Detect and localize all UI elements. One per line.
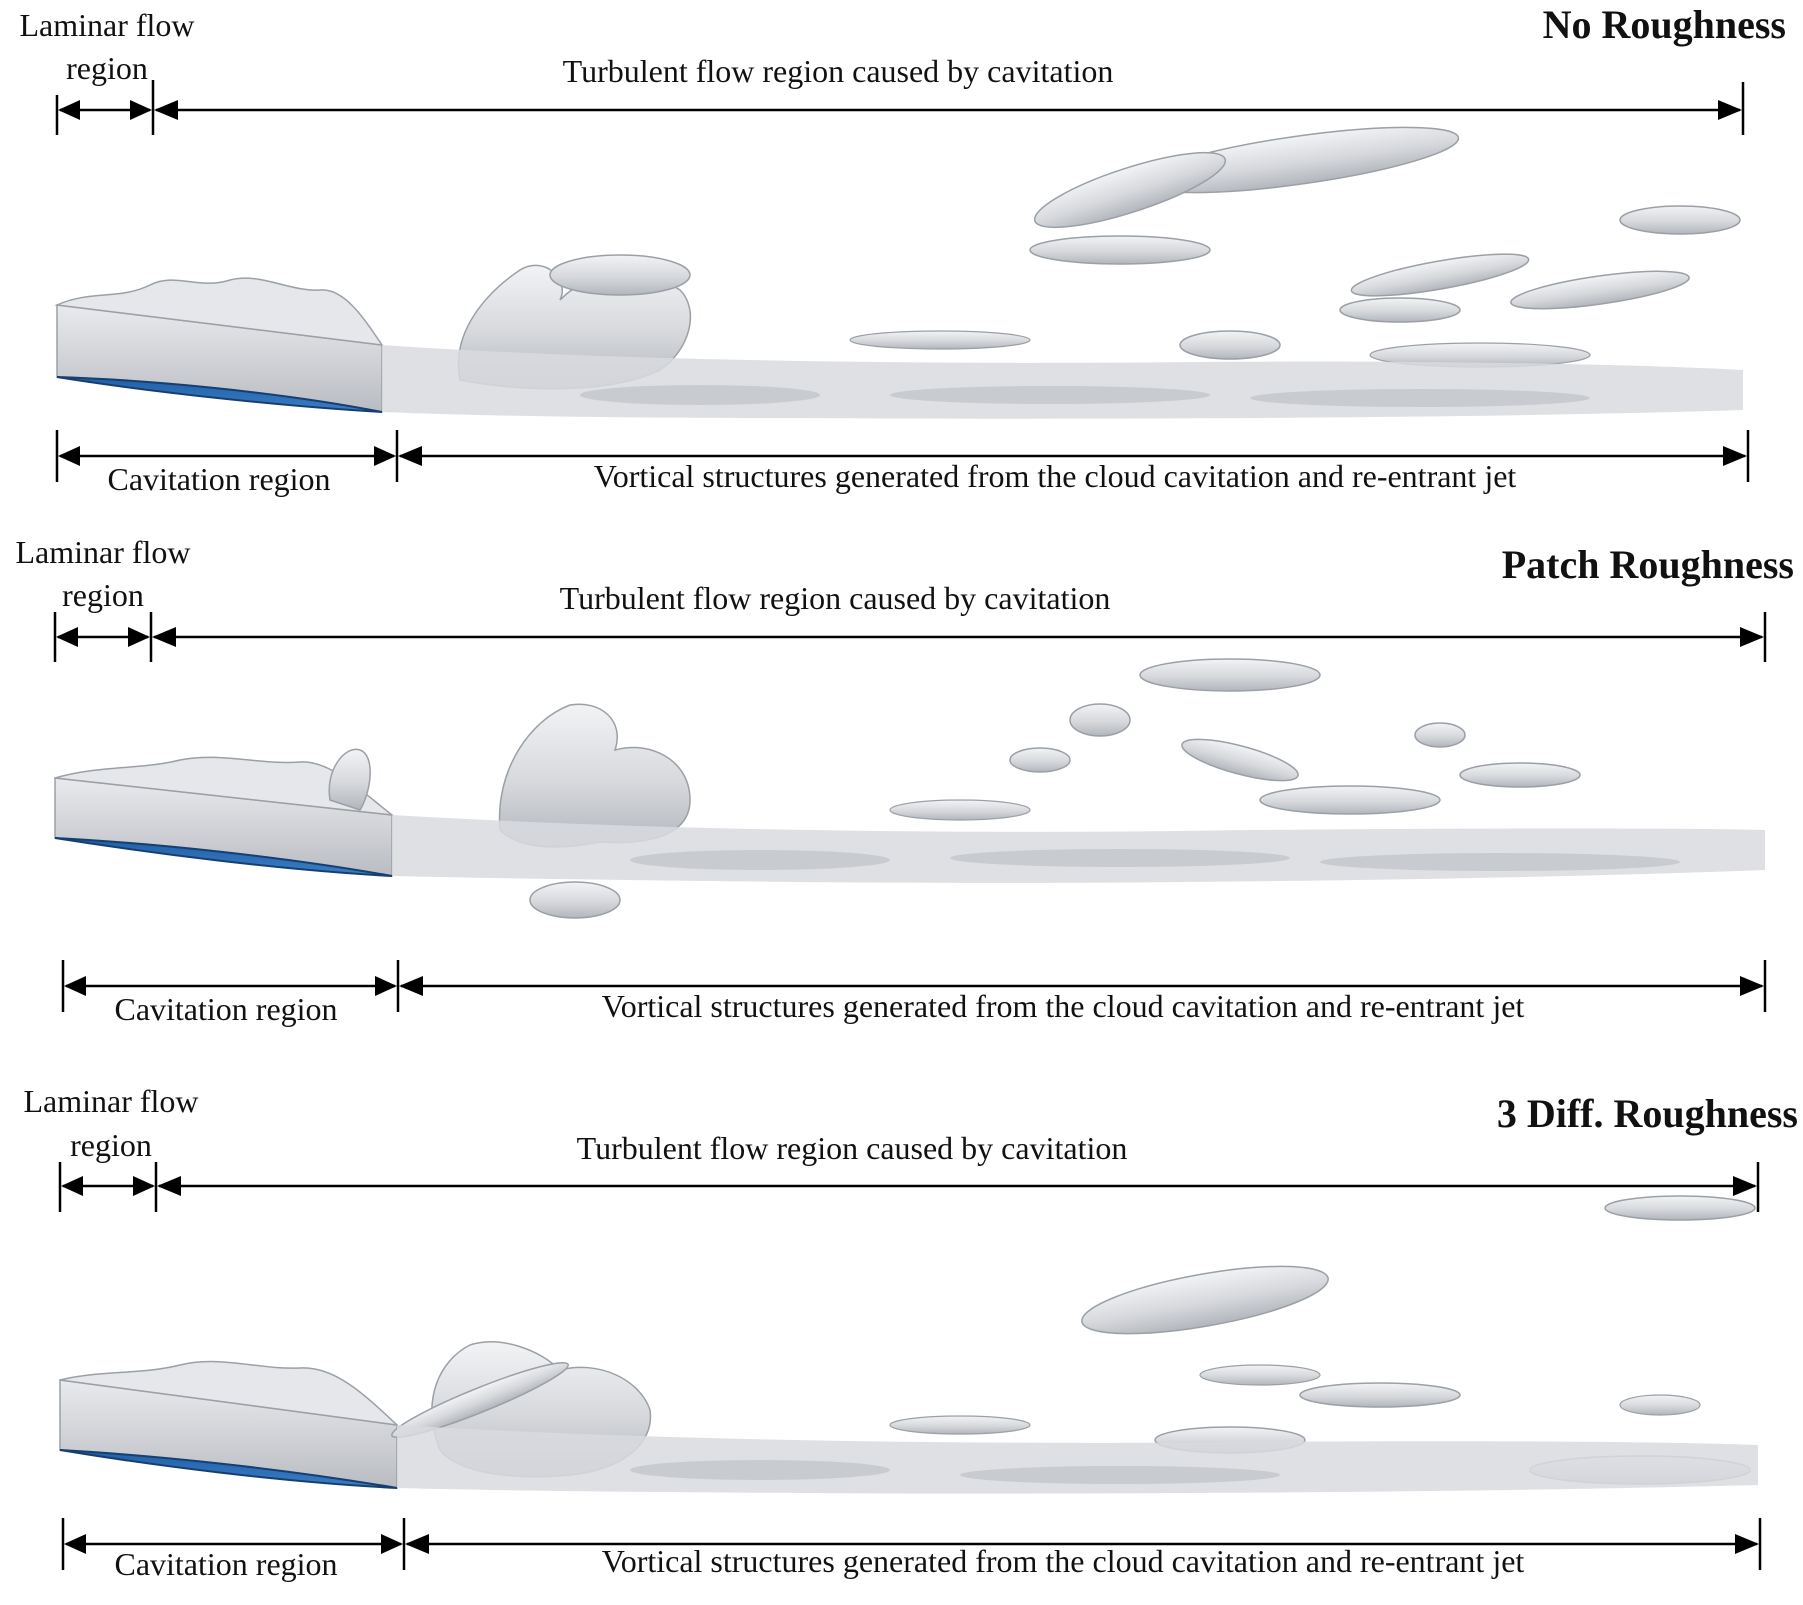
turbulent-arrow [154,82,1745,135]
cavitation-label: Cavitation region [114,1546,337,1582]
panel-title: Patch Roughness [1502,542,1794,587]
panel-no-roughness: No Roughness Laminar flow region Turbule… [19,2,1786,497]
cavitation-arrow [61,960,400,1012]
laminar-arrow [55,80,155,135]
cavitation-arrow [61,1518,406,1570]
vortical-arrow [405,1518,1762,1570]
vortical-label: Vortical structures generated from the c… [602,988,1525,1024]
laminar-label-line2: region [66,50,148,86]
vortical-label: Vortical structures generated from the c… [594,458,1517,494]
turbulent-arrow [157,1162,1760,1212]
laminar-label-line1: Laminar flow [19,7,194,43]
laminar-arrow [53,612,153,662]
cavitation-simulation-render [54,658,1765,919]
cavitation-label: Cavitation region [107,461,330,497]
panel-3-diff-roughness: 3 Diff. Roughness Laminar flow region Tu… [23,1083,1798,1582]
panel-title: No Roughness [1543,2,1786,47]
turbulent-label: Turbulent flow region caused by cavitati… [560,580,1111,616]
vortical-label: Vortical structures generated from the c… [602,1543,1525,1579]
turbulent-label: Turbulent flow region caused by cavitati… [577,1130,1128,1166]
cavitation-simulation-render [54,126,1743,419]
laminar-label-line1: Laminar flow [15,534,190,570]
laminar-arrow [58,1162,158,1212]
laminar-label-line1: Laminar flow [23,1083,198,1119]
panel-title: 3 Diff. Roughness [1497,1091,1798,1136]
turbulent-arrow [152,612,1767,662]
vortical-arrow [398,430,1750,482]
panel-patch-roughness: Patch Roughness Laminar flow region Turb… [15,534,1794,1027]
laminar-label-line2: region [70,1127,152,1163]
cavitation-simulation-render [59,1195,1758,1494]
laminar-label-line2: region [62,577,144,613]
turbulent-label: Turbulent flow region caused by cavitati… [563,53,1114,89]
cavitation-arrow [55,430,399,482]
cavitation-label: Cavitation region [114,991,337,1027]
vortical-arrow [399,960,1767,1012]
